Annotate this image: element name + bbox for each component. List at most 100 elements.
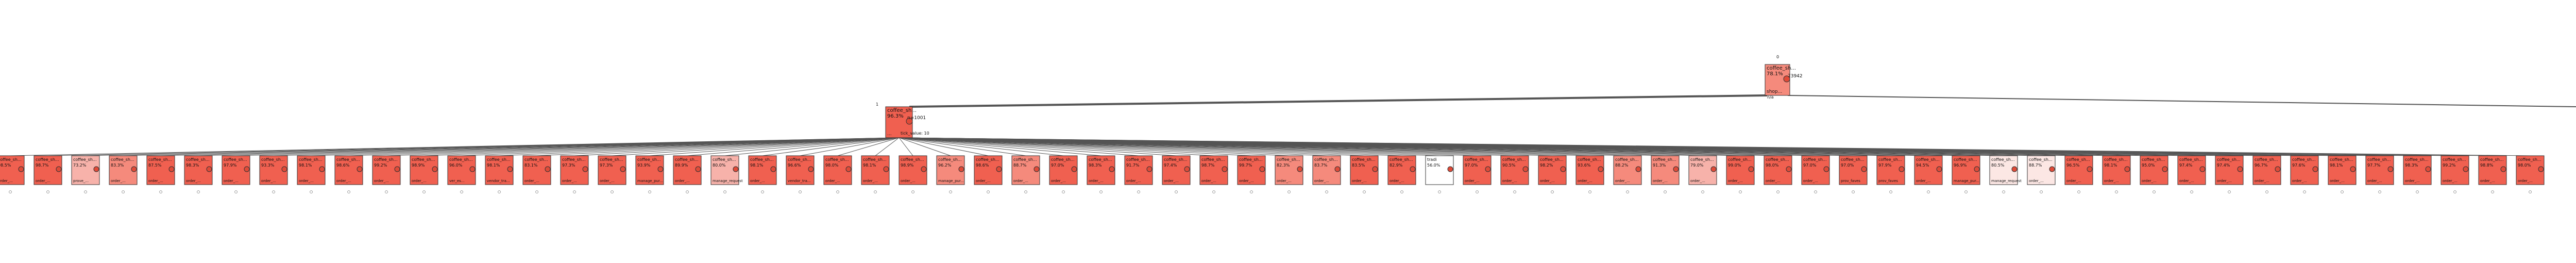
root-node[interactable]: coffee_sh...78.1%shop... bbox=[1765, 64, 1796, 96]
leaf-node[interactable]: coffee_sh...98.1%order_... bbox=[2102, 155, 2131, 185]
leaf-node[interactable]: coffee_sh...98.7%order_... bbox=[1199, 155, 1228, 185]
leaf-node[interactable]: coffee_sh...99.0%order_... bbox=[1726, 155, 1755, 185]
leaf-node[interactable]: coffee_sh...87.5%order_... bbox=[146, 155, 175, 185]
leaf-node[interactable]: coffee_sh...88.2%order_... bbox=[1613, 155, 1642, 185]
leaf-node[interactable]: coffee_sh...99.7%order_... bbox=[1237, 155, 1266, 185]
node-label: coffee_sh... bbox=[675, 157, 699, 162]
leaf-node[interactable]: coffee_sh...97.7%order_... bbox=[2365, 155, 2394, 185]
leaf-node[interactable]: coffee_sh...97.0%order_... bbox=[1049, 155, 1078, 185]
node-value: order_... bbox=[224, 179, 239, 183]
leaf-node[interactable]: coffee_sh...80.5%manage_request bbox=[1989, 155, 2022, 185]
node-status-icon bbox=[1899, 166, 1905, 172]
leaf-node[interactable]: coffee_sh...97.0%order_... bbox=[1463, 155, 1492, 185]
leaf-node[interactable]: coffee_sh...82.9%order_... bbox=[1387, 155, 1416, 185]
leaf-marker-icon: ○ bbox=[1626, 190, 1629, 194]
leaf-node[interactable]: coffee_sh...97.3%order_... bbox=[598, 155, 626, 185]
node-value: order_... bbox=[1578, 179, 1592, 183]
leaf-node[interactable]: coffee_sh...95.0%order_... bbox=[2140, 155, 2168, 185]
leaf-node[interactable]: coffee_sh...98.8%order_... bbox=[2478, 155, 2507, 185]
leaf-node[interactable]: coffee_sh...98.7%order_... bbox=[33, 155, 62, 185]
leaf-marker-icon: ○ bbox=[460, 190, 463, 194]
leaf-node[interactable]: coffee_sh...88.7%order_... bbox=[2027, 155, 2056, 185]
leaf-node[interactable]: coffee_sh...98.9%order_... bbox=[410, 155, 438, 185]
leaf-node[interactable]: coffee_sh...98.0%order_... bbox=[823, 155, 852, 185]
node-percent: 98.5% bbox=[0, 163, 11, 168]
leaf-node[interactable]: coffee_sh...93.6%order_... bbox=[1575, 155, 1604, 185]
leaf-node[interactable]: coffee_sh...98.1%vendor_tra... bbox=[485, 155, 514, 185]
node-status-icon bbox=[582, 166, 588, 172]
leaf-node[interactable]: coffee_sh...98.1%order_... bbox=[297, 155, 326, 185]
leaf-node[interactable]: coffee_sh...79.0%order_... bbox=[1688, 155, 1717, 185]
edge-level1-leaf bbox=[762, 137, 900, 156]
leaf-node[interactable]: coffee_sh...98.1%order_... bbox=[2328, 155, 2357, 185]
node-value: order_... bbox=[2367, 179, 2382, 183]
leaf-node[interactable]: coffee_sh...83.5%order_... bbox=[1350, 155, 1379, 185]
leaf-node[interactable]: coffee_sh...98.0%order_... bbox=[1764, 155, 1792, 185]
leaf-node[interactable]: coffee_sh...83.1%order_... bbox=[522, 155, 551, 185]
leaf-node[interactable]: coffee_sh...91.7%order_... bbox=[1124, 155, 1153, 185]
node-value: manage_pur... bbox=[938, 179, 964, 183]
leaf-node[interactable]: coffee_sh...98.0%order_... bbox=[2516, 155, 2545, 185]
node-value: order_... bbox=[2255, 179, 2269, 183]
leaf-node[interactable]: coffee_sh...98.5%order_... bbox=[0, 155, 25, 185]
leaf-node[interactable]: coffee_sh...98.3%order_... bbox=[1087, 155, 1115, 185]
leaf-node[interactable]: coffee_sh...96.5%order_... bbox=[2064, 155, 2093, 185]
leaf-node[interactable]: coffee_sh...99.2%order_... bbox=[372, 155, 401, 185]
leaf-node[interactable]: coffee_sh...98.3%order_... bbox=[184, 155, 213, 185]
leaf-marker-icon: ○ bbox=[1438, 190, 1441, 194]
leaf-node[interactable]: coffee_sh...97.9%prov_faves bbox=[1876, 155, 1905, 185]
leaf-node[interactable]: coffee_sh...97.6%order_... bbox=[2290, 155, 2319, 185]
leaf-node[interactable]: coffee_sh...88.7%order_... bbox=[1011, 155, 1040, 185]
leaf-node[interactable]: coffee_sh...98.1%order_... bbox=[861, 155, 890, 185]
edge-level1-leaf bbox=[899, 137, 2531, 156]
leaf-node[interactable]: coffee_sh...98.1%order_... bbox=[748, 155, 777, 185]
leaf-node[interactable]: coffee_sh...96.0%ver_es... bbox=[447, 155, 476, 185]
node-label: coffee_sh... bbox=[1615, 157, 1639, 162]
leaf-node[interactable]: coffee_sh...96.7%order_... bbox=[2252, 155, 2281, 185]
leaf-node[interactable]: coffee_sh...97.0%order_... bbox=[1801, 155, 1830, 185]
leaf-node[interactable]: coffee_sh...94.5%order_... bbox=[1914, 155, 1943, 185]
leaf-node[interactable]: coffee_sh...98.6%order_... bbox=[334, 155, 363, 185]
leaf-node[interactable]: coffee_sh...98.2%order_... bbox=[1538, 155, 1567, 185]
leaf-node[interactable]: coffee_sh...83.7%order_... bbox=[1312, 155, 1341, 185]
node-value: order_... bbox=[2330, 179, 2345, 183]
leaf-node[interactable]: coffee_sh...91.3%order_... bbox=[1651, 155, 1680, 185]
edge-level1-leaf bbox=[423, 137, 900, 156]
leaf-node[interactable]: coffee_sh...90.5%order_... bbox=[1500, 155, 1529, 185]
leaf-node[interactable]: coffee_sh...96.2%manage_pur... bbox=[936, 155, 965, 185]
leaf-marker-icon: ○ bbox=[46, 190, 49, 194]
leaf-node[interactable]: coffee_sh...97.4%order_... bbox=[1162, 155, 1191, 185]
leaf-marker-icon: ○ bbox=[535, 190, 538, 194]
leaf-node[interactable]: coffee_sh...82.3%order_... bbox=[1275, 155, 1303, 185]
leaf-node[interactable]: coffee_sh...97.3%order_... bbox=[560, 155, 589, 185]
leaf-node[interactable]: coffee_sh...97.0%prov_faves bbox=[1839, 155, 1868, 185]
node-status-icon bbox=[1936, 166, 1942, 172]
leaf-marker-icon: ○ bbox=[1363, 190, 1366, 194]
node-value: manage_request bbox=[1991, 179, 2022, 183]
leaf-node[interactable]: coffee_sh...93.3%order_... bbox=[259, 155, 288, 185]
leaf-node[interactable]: coffee_sh...99.2%order_... bbox=[2441, 155, 2469, 185]
leaf-node[interactable]: coffee_sh...89.9%order_... bbox=[673, 155, 702, 185]
leaf-node[interactable]: coffee_sh...98.3%order_... bbox=[2403, 155, 2432, 185]
node-value: order_... bbox=[2443, 179, 2458, 183]
leaf-node[interactable]: coffee_sh...96.9%manage_pur... bbox=[1952, 155, 1980, 185]
leaf-node[interactable]: coffee_sh...73.2%prove_... bbox=[71, 155, 100, 185]
leaf-node[interactable]: coffee_sh...96.6%vendor_tra... bbox=[786, 155, 815, 185]
leaf-node[interactable]: coffee_sh...97.9%order_... bbox=[222, 155, 250, 185]
leaf-node[interactable]: coffee_sh...98.9%order_... bbox=[899, 155, 927, 185]
level1-count: n=1001 bbox=[907, 116, 926, 121]
leaf-node[interactable]: coffee_sh...80.0%manage_request bbox=[710, 155, 743, 185]
leaf-node[interactable]: coffee_sh...98.6%order_... bbox=[974, 155, 1003, 185]
node-label: coffee_sh... bbox=[2292, 157, 2316, 162]
node-value: order_... bbox=[1803, 179, 1818, 183]
level1-node[interactable]: coffee_sh...96.3%... bbox=[885, 106, 917, 138]
node-value: order_... bbox=[1164, 179, 1179, 183]
leaf-node[interactable]: coffee_sh...97.4%order_... bbox=[2177, 155, 2206, 185]
leaf-node[interactable]: coffee_sh...97.4%order_... bbox=[2215, 155, 2244, 185]
node-value: order_... bbox=[2292, 179, 2307, 183]
edge-level1-leaf bbox=[899, 137, 1101, 156]
leaf-node[interactable]: coffee_sh...83.3%order_... bbox=[109, 155, 138, 185]
leaf-marker-icon: ○ bbox=[761, 190, 764, 194]
leaf-node[interactable]: coffee_sh...93.9%manage_pur... bbox=[635, 155, 664, 185]
